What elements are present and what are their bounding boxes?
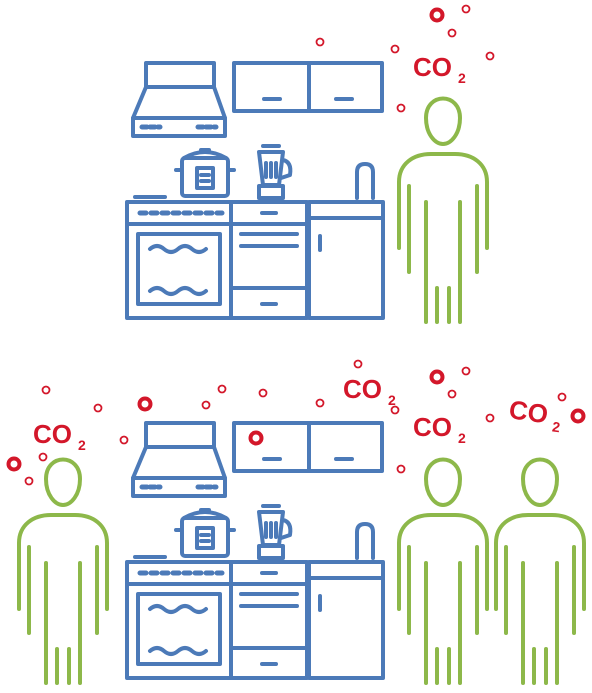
co2-label: CO 2 xyxy=(413,52,466,86)
co2-label: CO 2 xyxy=(507,394,561,435)
co2-subscript: 2 xyxy=(551,418,561,435)
co2-subscript: 2 xyxy=(458,70,466,86)
co2-text: CO xyxy=(413,52,452,82)
co2-text: CO xyxy=(413,412,452,442)
co2-bubbles-bottom xyxy=(24,359,567,486)
co2-bubbles-top xyxy=(315,4,495,113)
co2-subscript: 2 xyxy=(388,392,396,408)
person-bottom-left xyxy=(17,457,109,685)
co2-label: CO 2 xyxy=(33,419,86,453)
person-bottom-right xyxy=(494,457,586,685)
co2-dot xyxy=(429,7,445,23)
co2-text: CO xyxy=(507,394,550,429)
co2-subscript: 2 xyxy=(458,430,466,446)
person-top xyxy=(397,96,489,324)
co2-text: CO xyxy=(33,419,72,449)
person-bottom-middle xyxy=(397,457,489,685)
co2-dots-bottom xyxy=(6,369,586,472)
kitchen-bottom xyxy=(127,423,383,678)
co2-label: CO 2 xyxy=(413,412,466,446)
kitchen-top xyxy=(127,63,383,318)
co2-subscript: 2 xyxy=(78,437,86,453)
co2-label: CO 2 xyxy=(343,374,396,408)
co2-text: CO xyxy=(343,374,382,404)
